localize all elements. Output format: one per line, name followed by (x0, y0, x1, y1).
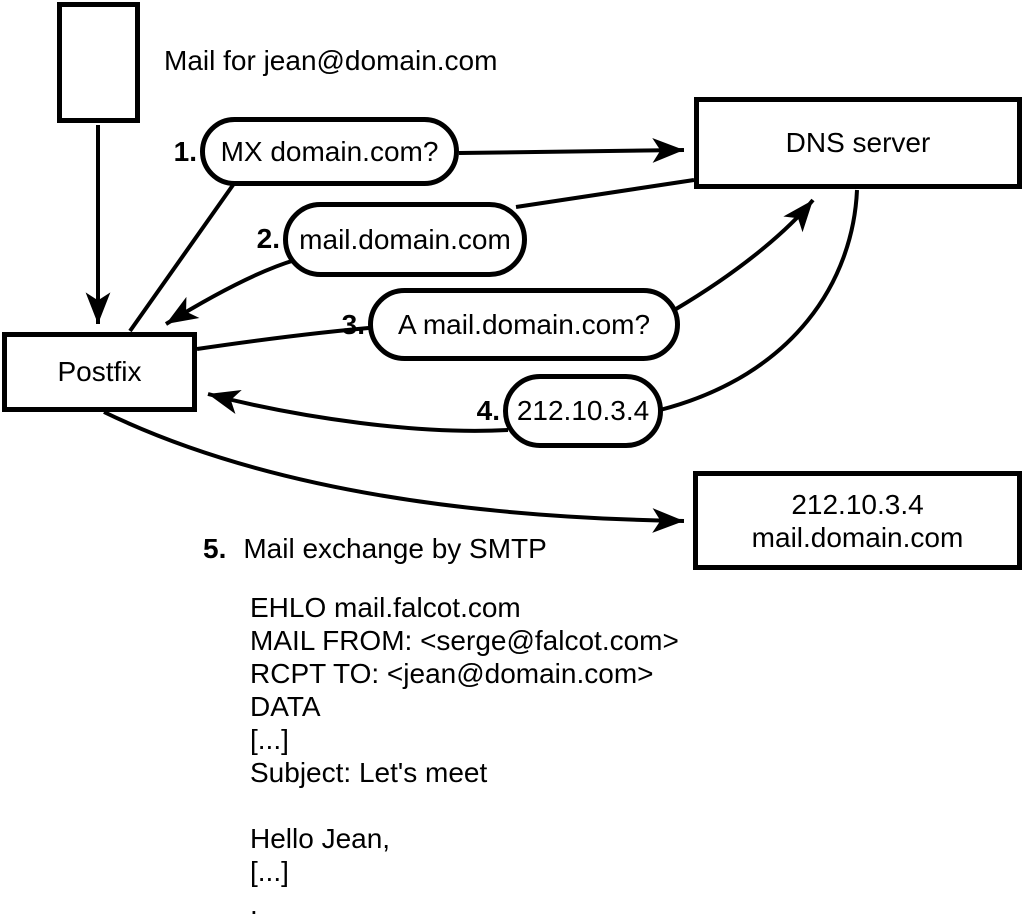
arrow-postfix-to-mailserver (103, 410, 685, 533)
line-dns-to-answer4 (659, 189, 859, 412)
mail-server-box: 212.10.3.4 mail.domain.com (693, 471, 1022, 570)
mail-source-label: Mail for jean@domain.com (164, 45, 498, 76)
dns-server-label: DNS server (785, 127, 931, 158)
smtp-line: [...] (250, 856, 289, 887)
step-3-number: 3. (341, 309, 365, 340)
smtp-line-blank (250, 790, 679, 823)
arrow-answer2-to-postfix (164, 258, 296, 326)
smtp-line: [...] (250, 724, 289, 755)
arrow-query1-to-dns (458, 138, 685, 163)
smtp-line: . (250, 889, 258, 919)
step-5-label: Mail exchange by SMTP (243, 533, 547, 564)
smtp-line: EHLO mail.falcot.com (250, 592, 521, 623)
line-dns-to-answer2 (515, 178, 695, 209)
answer-mx-label: mail.domain.com (299, 223, 511, 255)
mail-server-ip: 212.10.3.4 (791, 488, 924, 520)
step-5-caption: 5. Mail exchange by SMTP (203, 533, 547, 565)
query-mx-pill: MX domain.com? (200, 117, 459, 186)
query-a-pill: A mail.domain.com? (368, 288, 680, 361)
arrow-query3-to-dns (674, 198, 815, 311)
query-mx-label: MX domain.com? (220, 135, 439, 167)
mail-message-box (57, 2, 140, 123)
line-postfix-to-query3 (196, 325, 381, 351)
smtp-line: DATA (250, 691, 321, 722)
answer-mx-pill: mail.domain.com (283, 202, 527, 277)
step-5-number: 5. (203, 533, 227, 564)
postfix-label: Postfix (57, 356, 142, 387)
smtp-line: Subject: Let's meet (250, 757, 488, 788)
answer-a-label: 212.10.3.4 (516, 395, 650, 426)
mail-server-hostname: mail.domain.com (751, 521, 964, 553)
smtp-session-text: EHLO mail.falcot.com MAIL FROM: <serge@f… (250, 592, 679, 919)
query-a-label: A mail.domain.com? (397, 308, 651, 340)
smtp-line: Hello Jean, (250, 823, 391, 854)
dns-server-box: DNS server (694, 97, 1022, 189)
step-1-number: 1. (173, 136, 197, 167)
smtp-line: RCPT TO: <jean@domain.com> (250, 658, 654, 689)
smtp-line: MAIL FROM: <serge@falcot.com> (250, 625, 679, 656)
arrow-answer4-to-postfix (207, 389, 509, 433)
postfix-box: Postfix (2, 332, 197, 412)
step-4-number: 4. (476, 395, 500, 426)
answer-a-pill: 212.10.3.4 (503, 374, 663, 448)
line-postfix-to-query1 (128, 183, 235, 333)
step-2-number: 2. (256, 223, 280, 254)
